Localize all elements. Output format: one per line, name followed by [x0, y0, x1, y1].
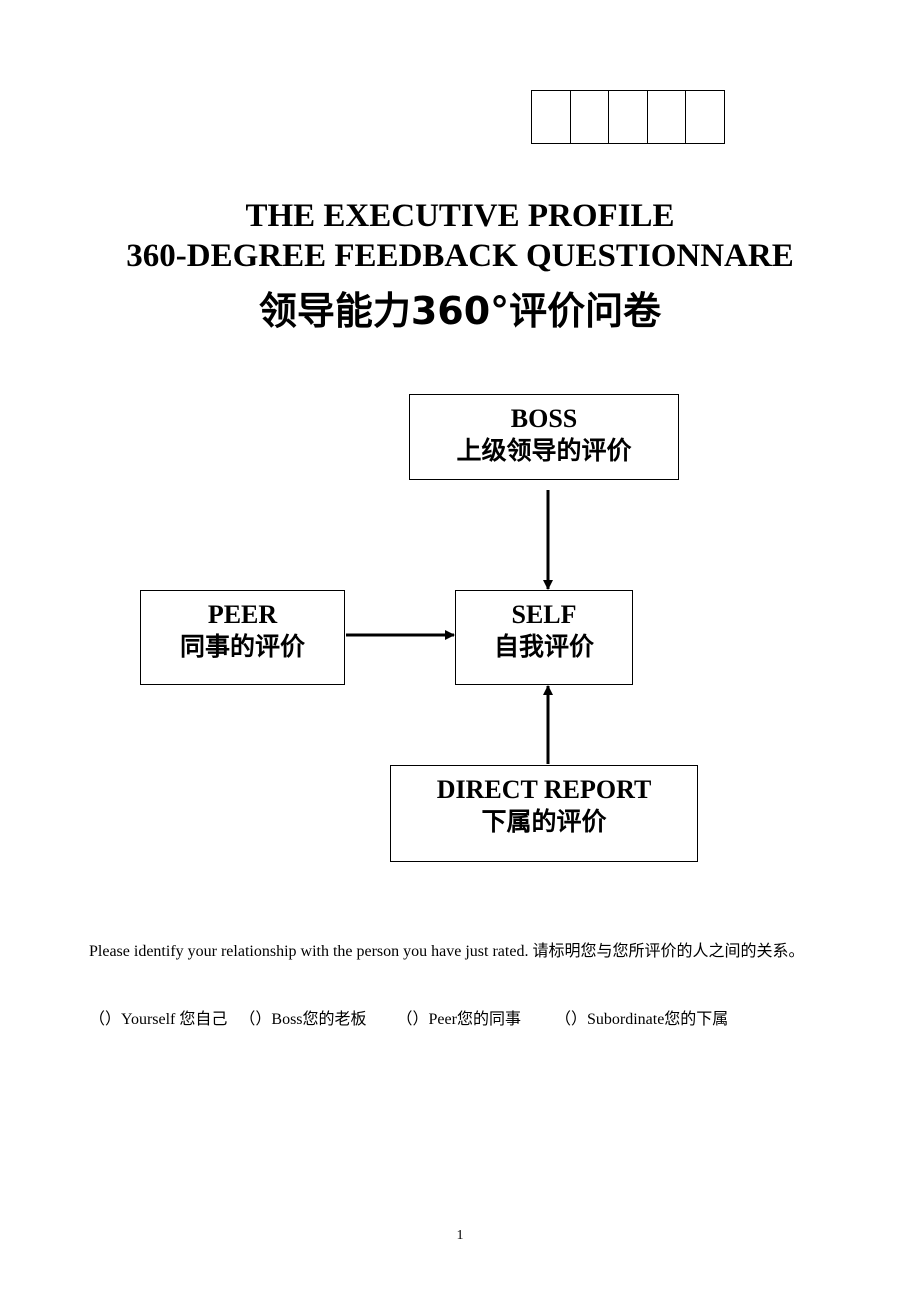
boss-label-chinese: 上级领导的评价: [456, 436, 632, 465]
title-line-chinese: 领导能力360°评价问卷: [258, 289, 662, 333]
id-code-box: [532, 91, 571, 143]
title-line-1: THE EXECUTIVE PROFILE: [245, 198, 675, 234]
id-code-box: [609, 91, 648, 143]
peer-label-chinese: 同事的评价: [179, 632, 305, 661]
relationship-instruction: Please identify your relationship with t…: [89, 943, 805, 960]
title-line-2: 360-DEGREE FEEDBACK QUESTIONNARE: [126, 238, 794, 274]
id-code-box: [571, 91, 610, 143]
boss-label: BOSS: [510, 404, 578, 433]
id-code-boxes: [531, 90, 725, 144]
peer-label: PEER: [207, 600, 278, 629]
direct-report-box: DIRECT REPORT 下属的评价: [390, 765, 698, 862]
self-label-chinese: 自我评价: [493, 632, 594, 661]
self-label: SELF: [511, 600, 577, 629]
boss-box: BOSS 上级领导的评价: [409, 394, 679, 480]
direct-report-label: DIRECT REPORT: [436, 775, 652, 804]
peer-box: PEER 同事的评价: [140, 590, 345, 685]
direct-report-label-chinese: 下属的评价: [481, 807, 607, 836]
option-subordinate[interactable]: （）Subordinate您的下属: [554, 1011, 729, 1028]
option-boss[interactable]: （）Boss您的老板: [239, 1011, 367, 1028]
relationship-options: （）Yourself 您自己 （）Boss您的老板 （）Peer您的同事 （）S…: [89, 1009, 849, 1031]
option-peer[interactable]: （）Peer您的同事: [396, 1011, 521, 1028]
page-number: 1: [456, 1228, 464, 1243]
option-yourself[interactable]: （）Yourself 您自己: [89, 1011, 228, 1028]
self-box: SELF 自我评价: [455, 590, 633, 685]
id-code-box: [648, 91, 687, 143]
